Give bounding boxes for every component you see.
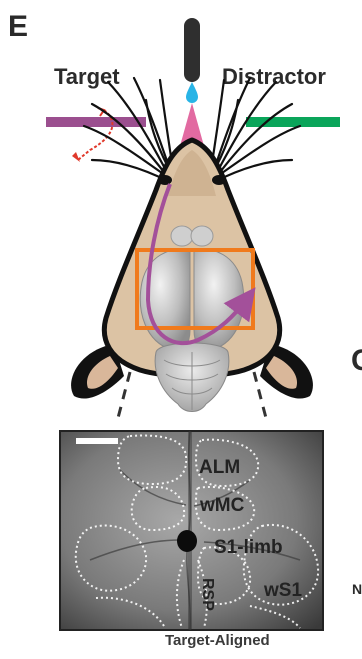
whiskers-right [210, 78, 300, 182]
region-label-rsp: RSP [199, 578, 216, 611]
distractor-stimulus-bar [246, 117, 340, 127]
neighbor-panel-fragment: N [352, 581, 362, 597]
region-label-wmc: wMC [199, 495, 245, 516]
region-label-alm: ALM [199, 457, 240, 478]
olfactory-bulb-left [171, 226, 193, 246]
water-drop-icon [186, 82, 198, 103]
region-label-ws1: wS1 [263, 580, 302, 601]
olfactory-bulb-right [191, 226, 213, 246]
scale-bar [76, 438, 118, 444]
bregma-marker [177, 530, 197, 552]
whiskers-left [84, 78, 174, 182]
neighbor-panel-letter: C [351, 344, 362, 377]
imaging-caption: Target-Aligned [165, 632, 270, 649]
target-stimulus-bar [46, 117, 146, 127]
lick-spout-icon [184, 18, 200, 82]
region-label-s1-limb: S1-limb [214, 537, 283, 558]
